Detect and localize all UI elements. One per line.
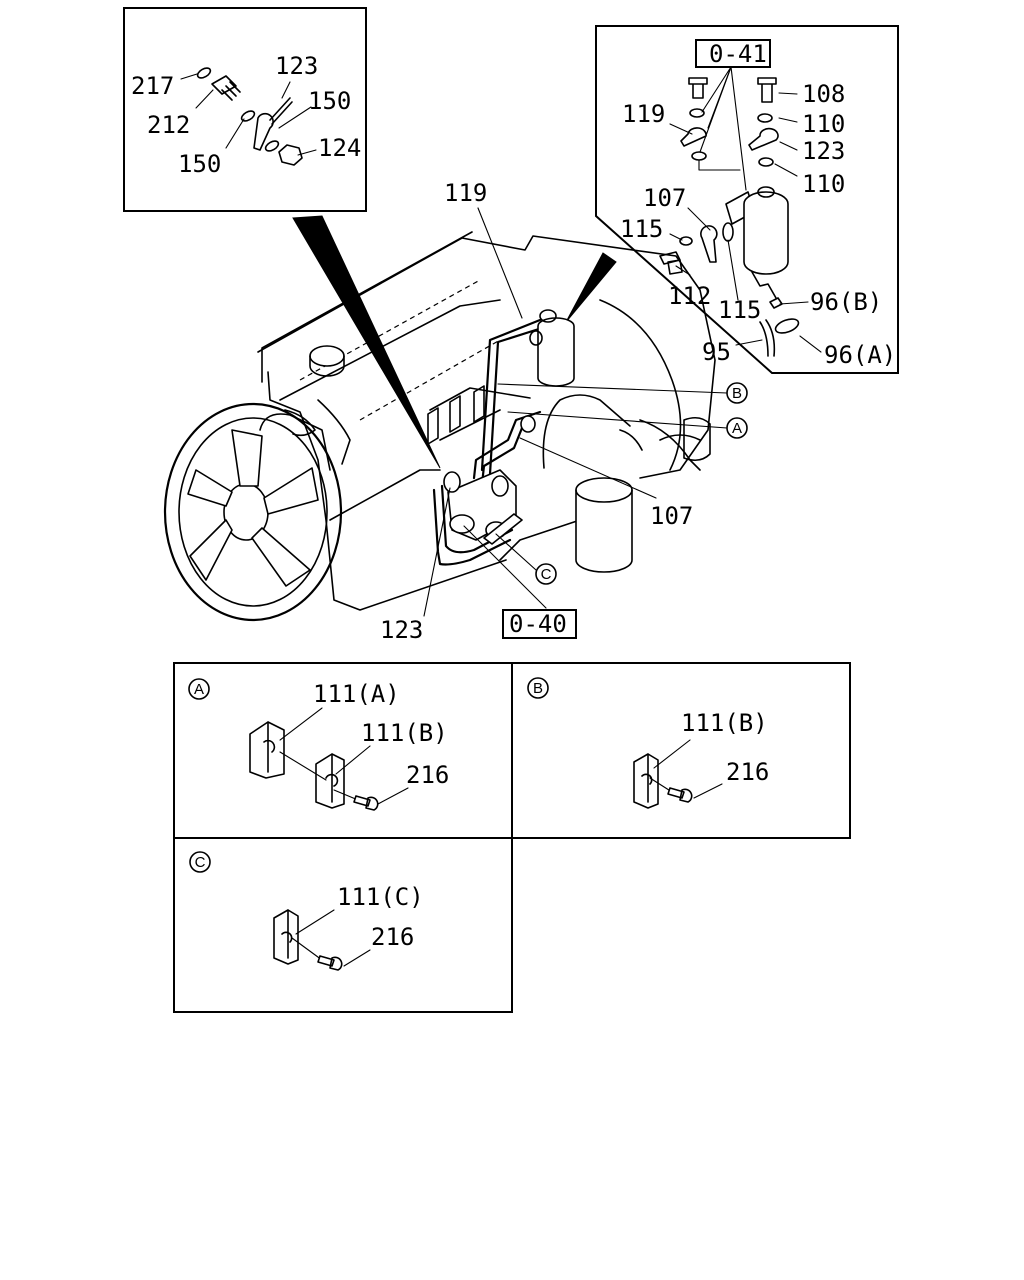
callout-115-left: 115 [620,215,663,243]
callout-216-panel-a: 216 [406,761,449,789]
callout-110-upper: 110 [802,110,845,138]
panel-b-letter: B [533,680,543,697]
callout-112: 112 [668,282,711,310]
ref-041-label: 0-41 [709,40,767,68]
panel-marker-circle-c [189,851,211,873]
callout-119-filter: 119 [622,100,665,128]
marker-a-letter: A [732,420,742,437]
marker-c-letter: C [541,566,552,583]
callout-96b: 96(B) [810,288,882,316]
callout-123-filter: 123 [802,137,845,165]
pointer-wedge-right [565,252,617,323]
callout-124: 124 [318,134,361,162]
detail-panel-b [511,662,851,839]
callout-107-main: 107 [650,502,693,530]
cooling-fan [163,402,343,622]
fitting-parts [196,67,303,166]
callout-217: 217 [131,72,174,100]
detail-panel-c [173,837,513,1013]
fuel-filter-parts [659,77,800,357]
callout-123-main: 123 [380,616,423,644]
marker-circle-c [535,563,557,585]
callout-110-lower: 110 [802,170,845,198]
callout-111a: 111(A) [313,680,400,708]
engine-block [257,231,716,611]
main-leaders [423,207,728,617]
clamp-b-parts [633,739,723,809]
callout-108: 108 [802,80,845,108]
callout-111b-panel-b: 111(B) [681,709,768,737]
callout-150-upper: 150 [308,87,351,115]
panel-a-letter: A [194,681,204,698]
fuel-filter-leaders [669,66,822,353]
callout-119-main: 119 [444,179,487,207]
callout-95: 95 [702,338,731,366]
marker-circle-b [726,382,748,404]
callout-96a: 96(A) [824,341,896,369]
marker-b-letter: B [732,385,742,402]
detail-box-fitting [123,7,367,212]
ref-040-label: 0-40 [509,610,567,638]
panel-marker-circle-a [188,678,210,700]
callout-111c: 111(C) [337,883,424,911]
detail-box-fuel-filter [595,25,899,374]
injection-pump [443,415,536,545]
fuel-lines [432,318,544,566]
callout-111b-panel-a: 111(B) [361,719,448,747]
callout-212: 212 [147,111,190,139]
mounted-fuel-filter [529,309,575,387]
ref-box-041 [695,39,771,68]
callout-123-detail: 123 [275,52,318,80]
callout-107-filter: 107 [643,184,686,212]
clamp-a-parts [249,707,409,811]
panel-c-letter: C [195,854,206,871]
callout-216-panel-c: 216 [371,923,414,951]
callout-115-right: 115 [718,296,761,324]
clamp-c-parts [273,909,371,971]
marker-circle-a [726,417,748,439]
ref-box-040 [502,609,577,639]
fitting-leaders [180,73,317,156]
callout-216-panel-b: 216 [726,758,769,786]
callout-150-lower: 150 [178,150,221,178]
panel-marker-circle-b [527,677,549,699]
